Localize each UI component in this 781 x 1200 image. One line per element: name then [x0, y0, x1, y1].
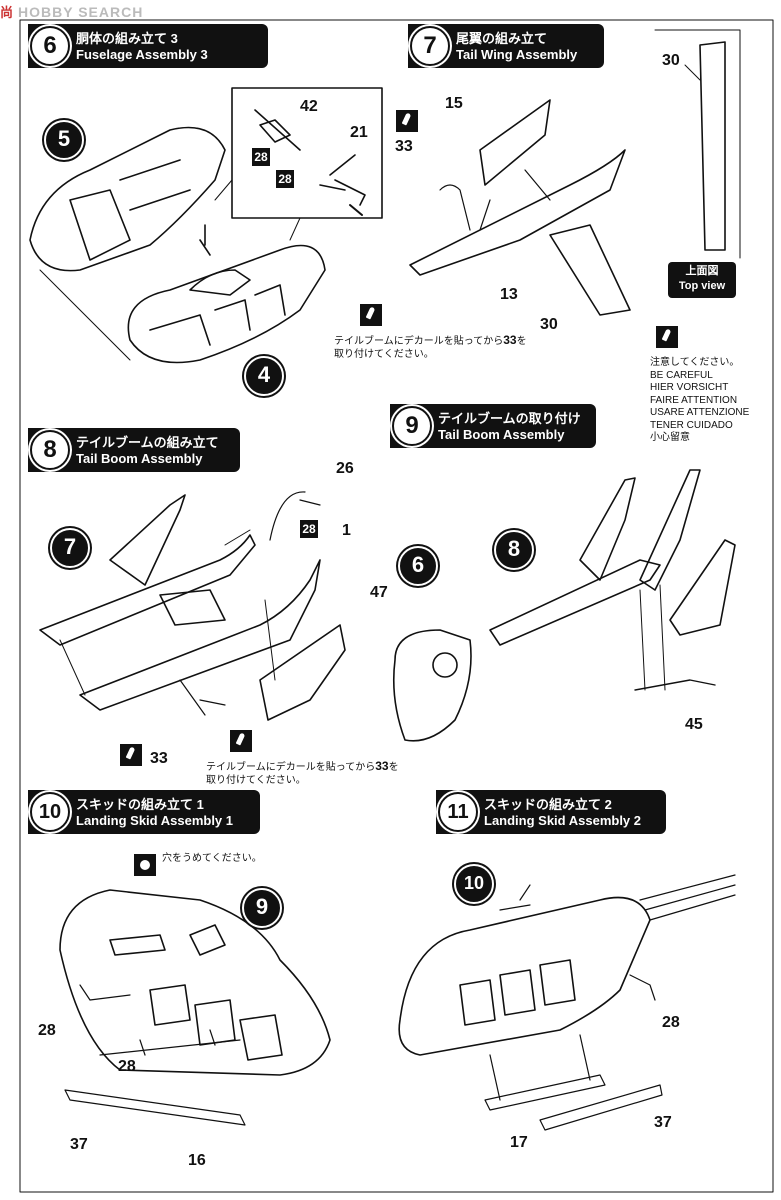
paint-brush-icon — [396, 110, 418, 132]
decal-note-step7: テイルブームにデカールを貼ってから33を 取り付けてください。 — [334, 333, 527, 361]
step-10-title-en: Landing Skid Assembly 1 — [76, 813, 234, 828]
part-16-label: 16 — [188, 1152, 206, 1169]
part-15-label: 15 — [445, 95, 463, 112]
part-21-label: 21 — [350, 124, 368, 141]
step-11-title-en: Landing Skid Assembly 2 — [484, 813, 642, 828]
part-17-label: 17 — [510, 1134, 528, 1151]
part-28-label: 28 — [662, 1014, 680, 1031]
step-8-title-en: Tail Boom Assembly — [76, 451, 203, 466]
step-8-banner: 8 テイルブームの組み立て Tail Boom Assembly — [28, 428, 240, 472]
part-1-label: 1 — [342, 522, 351, 539]
subassembly-10: 10 — [454, 864, 494, 904]
part-37-label: 37 — [654, 1114, 672, 1131]
step-11-title-jp: スキッドの組み立て 2 — [484, 797, 612, 812]
part-28-label: 28 — [118, 1058, 136, 1075]
step-7-banner: 7 尾翼の組み立て Tail Wing Assembly — [408, 24, 604, 68]
step-7-title-en: Tail Wing Assembly — [456, 47, 578, 62]
paint-brush-icon — [656, 326, 678, 348]
step-10-title-jp: スキッドの組み立て 1 — [76, 797, 204, 812]
step-7-number: 7 — [410, 26, 450, 66]
caution-notice: 注意してください。 BE CAREFUL HIER VORSICHT FAIRE… — [650, 357, 750, 443]
subassembly-6: 6 — [398, 546, 438, 586]
paint-brush-icon — [360, 304, 382, 326]
part-28-box: 28 — [300, 520, 318, 538]
step-11-number: 11 — [438, 792, 478, 832]
part-47-label: 47 — [370, 584, 388, 601]
part-26-label: 26 — [336, 460, 354, 477]
part-28-box: 28 — [276, 170, 294, 188]
step-6-number: 6 — [30, 26, 70, 66]
part-13-label: 13 — [500, 286, 518, 303]
part-37-label: 37 — [70, 1136, 88, 1153]
step-6-banner: 6 胴体の組み立て 3 Fuselage Assembly 3 — [28, 24, 268, 68]
decal-note-step8: テイルブームにデカールを貼ってから33を 取り付けてください。 — [206, 759, 399, 787]
step-10-number: 10 — [30, 792, 70, 832]
step-9-title-jp: テイルブームの取り付け — [438, 411, 581, 426]
step-8-title-jp: テイルブームの組み立て — [76, 435, 219, 450]
subassembly-4: 4 — [244, 356, 284, 396]
step-8-number: 8 — [30, 430, 70, 470]
paint-brush-icon — [230, 730, 252, 752]
step-6-title-jp: 胴体の組み立て 3 — [76, 31, 178, 46]
fill-hole-note: 穴をうめてください。 — [162, 853, 262, 864]
paint-brush-icon — [120, 744, 142, 766]
subassembly-9: 9 — [242, 888, 282, 928]
step-9-number: 9 — [392, 406, 432, 446]
top-view-tag: 上面図 Top view — [668, 262, 736, 298]
step-6-title-en: Fuselage Assembly 3 — [76, 47, 208, 62]
part-45-label: 45 — [685, 716, 703, 733]
step-9-banner: 9 テイルブームの取り付け Tail Boom Assembly — [390, 404, 596, 448]
step-7-title-jp: 尾翼の組み立て — [456, 31, 548, 46]
part-30-label: 30 — [662, 52, 680, 69]
part-30-label: 30 — [540, 316, 558, 333]
subassembly-7: 7 — [50, 528, 90, 568]
subassembly-5: 5 — [44, 120, 84, 160]
subassembly-8: 8 — [494, 530, 534, 570]
step-10-banner: 10 スキッドの組み立て 1 Landing Skid Assembly 1 — [28, 790, 260, 834]
step-9-title-en: Tail Boom Assembly — [438, 427, 565, 442]
part-33-label: 33 — [395, 138, 413, 155]
part-42-label: 42 — [300, 98, 318, 115]
part-28-box: 28 — [252, 148, 270, 166]
part-33-label: 33 — [150, 750, 168, 767]
step-11-banner: 11 スキッドの組み立て 2 Landing Skid Assembly 2 — [436, 790, 666, 834]
fill-hole-icon — [134, 854, 156, 876]
part-28-label: 28 — [38, 1022, 56, 1039]
